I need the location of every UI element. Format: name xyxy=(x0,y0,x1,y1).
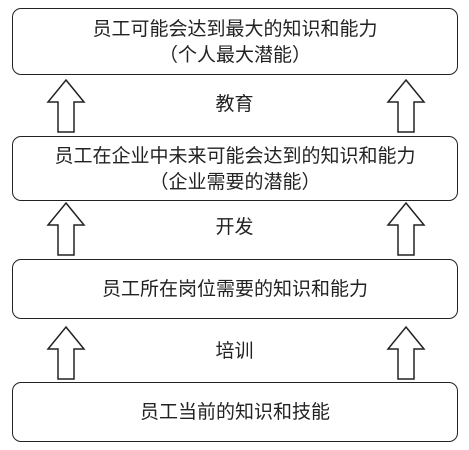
level-1-line-1: 员工可能会达到最大的知识和能力 xyxy=(92,17,378,40)
connector-training: 培训 xyxy=(0,325,469,395)
connector-label-education: 教育 xyxy=(215,93,254,115)
connector-label-development: 开发 xyxy=(215,216,254,238)
up-arrow-left-icon xyxy=(46,201,86,257)
level-4-line-1: 员工当前的知识和技能 xyxy=(139,401,330,423)
up-arrow-right-icon xyxy=(386,325,426,381)
level-2-line-1: 员工在企业中未来可能会达到的知识和能力 xyxy=(54,144,416,167)
connector-education: 教育 xyxy=(0,78,469,148)
level-3-line-1: 员工所在岗位需要的知识和能力 xyxy=(101,278,368,300)
level-box-position-requirements: 员工所在岗位需要的知识和能力 xyxy=(12,259,458,319)
level-box-max-potential: 员工可能会达到最大的知识和能力 （个人最大潜能） xyxy=(12,8,458,75)
level-2-line-2: （企业需要的潜能） xyxy=(149,170,321,193)
up-arrow-left-icon xyxy=(46,78,86,134)
level-1-line-2: （个人最大潜能） xyxy=(158,43,311,66)
level-box-enterprise-potential: 员工在企业中未来可能会达到的知识和能力 （企业需要的潜能） xyxy=(12,136,458,201)
up-arrow-right-icon xyxy=(386,201,426,257)
connector-label-training: 培训 xyxy=(215,340,254,362)
up-arrow-right-icon xyxy=(386,78,426,134)
connector-development: 开发 xyxy=(0,201,469,271)
level-box-current-skills: 员工当前的知识和技能 xyxy=(12,382,458,442)
up-arrow-left-icon xyxy=(46,325,86,381)
